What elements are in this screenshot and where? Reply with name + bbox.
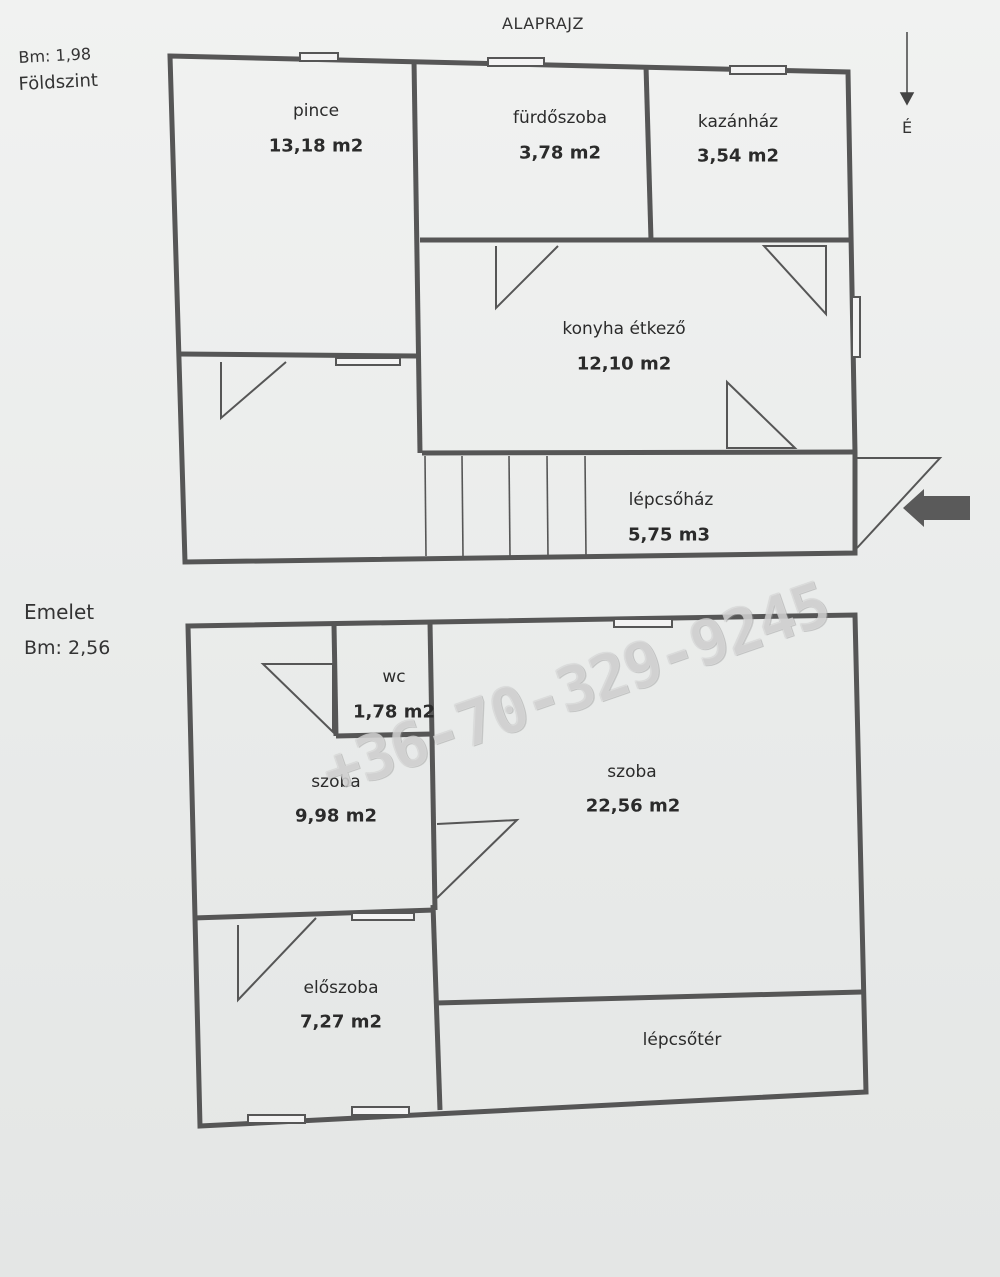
ground-floor-windows — [299, 52, 861, 366]
room-name-szoba-small: szoba — [311, 772, 361, 792]
compass-label: É — [902, 118, 913, 137]
room-name-konyha: konyha étkező — [562, 319, 686, 339]
room-area-konyha: 12,10 m2 — [576, 353, 672, 375]
ground-floor-label: Földszint — [18, 69, 99, 95]
room-area-wc: 1,78 m2 — [353, 701, 435, 723]
room-area-furdoszoba: 3,78 m2 — [519, 142, 601, 164]
ground-floor-stairs — [424, 455, 587, 557]
room-name-lepcsoter: lépcsőtér — [642, 1030, 722, 1050]
upper-floor-label: Emelet — [24, 600, 95, 624]
upper-floor-height: Bm: 2,56 — [24, 637, 111, 659]
room-name-szoba-large: szoba — [607, 762, 657, 782]
room-area-szoba-large: 22,56 m2 — [585, 795, 681, 817]
upper-floor-doors — [237, 663, 520, 1003]
room-area-eloszoba: 7,27 m2 — [300, 1011, 382, 1033]
north-arrow-icon — [899, 32, 915, 106]
room-name-kazanhaz: kazánház — [697, 112, 779, 132]
room-area-pince: 13,18 m2 — [268, 135, 364, 157]
room-area-szoba-small: 9,98 m2 — [295, 805, 377, 827]
ground-floor-doors — [220, 245, 943, 549]
room-name-wc: wc — [382, 667, 406, 687]
entrance-arrow-icon — [903, 489, 970, 527]
room-name-lepcsohaz: lépcsőház — [628, 490, 714, 510]
ground-floor-height: Bm: 1,98 — [18, 44, 92, 67]
plan-title: ALAPRAJZ — [502, 14, 584, 33]
room-name-pince: pince — [292, 101, 340, 121]
upper-floor-windows — [247, 618, 673, 1124]
room-name-eloszoba: előszoba — [303, 978, 379, 998]
room-area-kazanhaz: 3,54 m2 — [697, 145, 779, 167]
room-name-furdoszoba: fürdőszoba — [512, 108, 608, 128]
room-area-lepcsohaz: 5,75 m3 — [628, 524, 710, 546]
